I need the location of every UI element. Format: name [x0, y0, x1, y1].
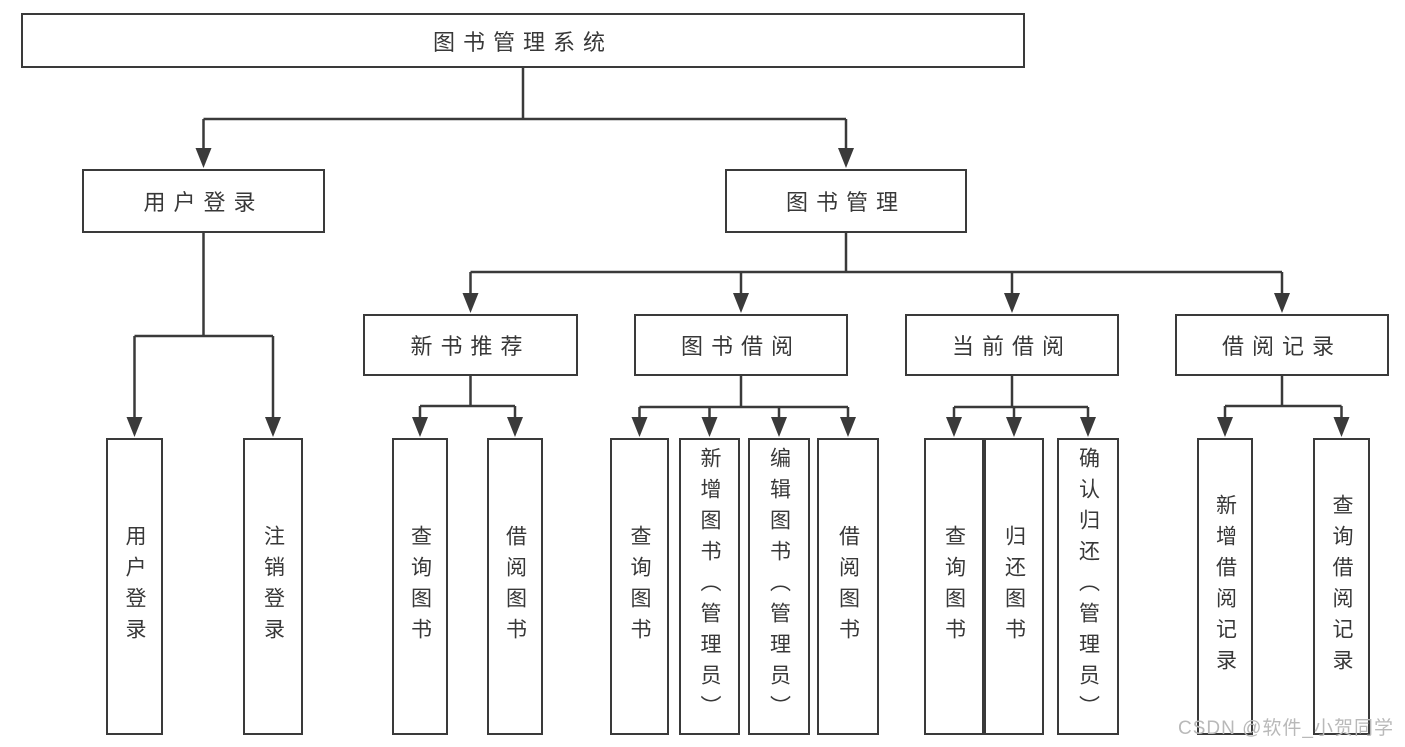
node-label-e2: 查询借阅记录 [1330, 493, 1353, 680]
node-a1: 用户登录 [106, 438, 163, 735]
arrowhead-icon [507, 417, 523, 437]
arrowhead-icon [1006, 417, 1022, 437]
node-label-d2: 归还图书 [1002, 524, 1026, 649]
arrowhead-icon [1274, 293, 1290, 313]
node-label-mgmt: 图书管理 [785, 190, 906, 215]
node-borrow: 图书借阅 [634, 314, 848, 376]
node-c4: 借阅图书 [817, 438, 879, 735]
watermark: CSDN @软件_小贺同学 [1178, 718, 1394, 739]
node-label-b2: 借阅图书 [503, 524, 527, 649]
node-label-a1: 用户登录 [123, 524, 146, 649]
node-newbook: 新书推荐 [363, 314, 578, 376]
node-login: 用户登录 [82, 169, 325, 233]
node-c3: 编辑图书（管理员） [748, 438, 810, 735]
node-sys: 图书管理系统 [21, 13, 1025, 68]
node-e1: 新增借阅记录 [1197, 438, 1253, 735]
node-d1: 查询图书 [924, 438, 984, 735]
node-label-newbook: 新书推荐 [410, 334, 531, 359]
arrowhead-icon [462, 293, 479, 313]
arrowhead-icon [412, 417, 428, 437]
arrowhead-icon [265, 417, 281, 437]
node-current: 当前借阅 [905, 314, 1119, 376]
node-label-b1: 查询图书 [408, 524, 432, 649]
arrowhead-icon [1217, 417, 1233, 437]
arrowhead-icon [701, 417, 718, 437]
node-label-c3: 编辑图书（管理员） [767, 447, 791, 726]
arrowhead-icon [840, 417, 856, 437]
node-label-a2: 注销登录 [261, 524, 285, 649]
node-d3: 确认归还（管理员） [1057, 438, 1119, 735]
node-label-c4: 借阅图书 [836, 524, 860, 649]
node-e2: 查询借阅记录 [1313, 438, 1370, 735]
node-label-c1: 查询图书 [628, 524, 651, 649]
arrowhead-icon [1080, 417, 1096, 437]
node-label-records: 借阅记录 [1221, 334, 1342, 359]
node-label-e1: 新增借阅记录 [1213, 493, 1237, 680]
node-records: 借阅记录 [1175, 314, 1389, 376]
node-c2: 新增图书（管理员） [679, 438, 740, 735]
arrowhead-icon [1004, 293, 1020, 313]
node-label-c2: 新增图书（管理员） [698, 447, 721, 726]
node-label-sys: 图书管理系统 [432, 29, 613, 55]
node-label-d1: 查询图书 [942, 524, 966, 649]
node-label-borrow: 图书借阅 [680, 334, 801, 359]
node-label-d3: 确认归还（管理员） [1076, 447, 1100, 726]
node-label-login: 用户登录 [143, 190, 264, 215]
arrowhead-icon [838, 148, 854, 168]
node-d2: 归还图书 [984, 438, 1044, 735]
node-c1: 查询图书 [610, 438, 669, 735]
arrowhead-icon [1333, 417, 1350, 437]
node-b1: 查询图书 [392, 438, 448, 735]
arrowhead-icon [946, 417, 962, 437]
arrowhead-icon [195, 148, 212, 168]
node-label-current: 当前借阅 [951, 334, 1072, 359]
arrowhead-icon [126, 417, 143, 437]
arrowhead-icon [771, 417, 787, 437]
node-b2: 借阅图书 [487, 438, 543, 735]
arrowhead-icon [733, 293, 749, 313]
node-mgmt: 图书管理 [725, 169, 967, 233]
arrowhead-icon [631, 417, 648, 437]
node-a2: 注销登录 [243, 438, 303, 735]
